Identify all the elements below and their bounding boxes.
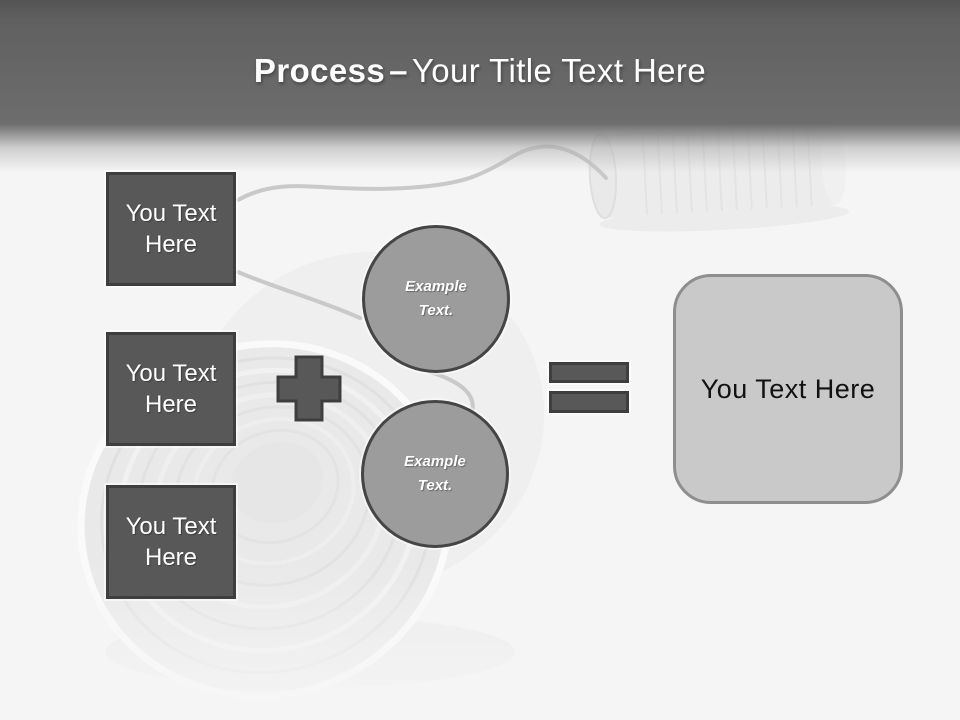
example-circle-1-line2: Text. xyxy=(418,302,454,319)
input-box-1: You Text Here xyxy=(106,172,236,286)
input-box-2: You Text Here xyxy=(106,332,236,446)
result-box-label: You Text Here xyxy=(700,373,876,404)
title-band xyxy=(0,0,960,172)
example-circle-1: Example Text. xyxy=(362,225,510,373)
input-box-2-line2: Here xyxy=(144,391,198,418)
slide-title: Process–Your Title Text Here xyxy=(0,52,960,90)
example-circle-2-line1: Example xyxy=(404,453,466,470)
input-box-1-line1: You Text xyxy=(125,200,217,227)
input-box-3-line2: Here xyxy=(144,544,198,571)
result-box: You Text Here xyxy=(673,274,903,504)
example-circle-2: Example Text. xyxy=(361,400,509,548)
equals-bar-top xyxy=(549,362,629,383)
input-box-3-line1: You Text xyxy=(125,513,217,540)
input-box-2-line1: You Text xyxy=(125,360,217,387)
equals-operator-icon xyxy=(549,362,629,413)
input-box-1-line2: Here xyxy=(144,231,198,258)
input-box-3: You Text Here xyxy=(106,485,236,599)
title-rest: Your Title Text Here xyxy=(411,52,707,89)
plus-operator-icon xyxy=(276,355,342,422)
title-emphasis: Process xyxy=(253,52,386,89)
example-circle-2-line2: Text. xyxy=(417,477,453,494)
title-separator: – xyxy=(389,52,408,89)
example-circle-1-line1: Example xyxy=(405,278,467,295)
equals-bar-bottom xyxy=(549,391,629,413)
